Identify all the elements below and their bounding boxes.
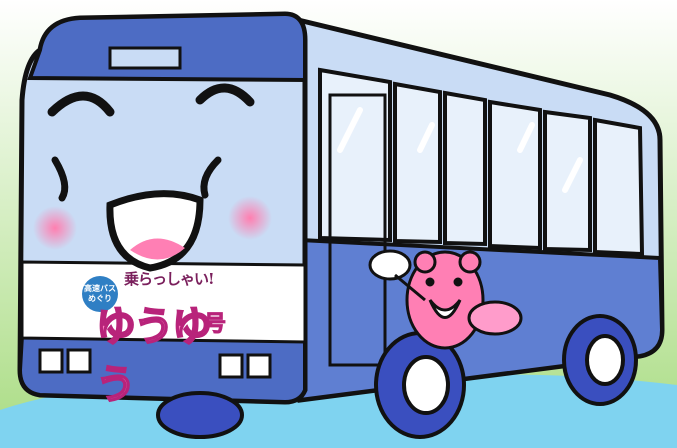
- right-eye: [195, 83, 255, 107]
- destination-display: [108, 46, 182, 70]
- left-eye: [47, 91, 115, 117]
- sign-tagline: 乗らっしゃい!: [124, 270, 215, 288]
- headlights: [38, 348, 272, 379]
- mascot-beaver: [405, 250, 523, 350]
- side-windows: [318, 67, 645, 257]
- sign-circle-badge: 高速バス めぐり: [82, 276, 118, 312]
- front-wheel: [374, 331, 466, 439]
- cheeks-arc-right: [200, 156, 222, 199]
- bus-door: [328, 93, 387, 367]
- bug-net: [368, 249, 426, 302]
- window-glints: [337, 107, 583, 193]
- cheeks-arc-left: [51, 156, 69, 202]
- sign-suffix: 号: [203, 312, 227, 338]
- right-cheek: [228, 196, 272, 240]
- left-cheek: [33, 206, 77, 250]
- sign-bus-name: ゆうゆう: [95, 303, 213, 409]
- tongue: [130, 238, 185, 260]
- bus-name-sign: 高速バス めぐり 乗らっしゃい! ゆうゆう 号: [82, 268, 232, 409]
- front-left-wheel: [156, 391, 244, 439]
- rear-wheel: [562, 314, 638, 406]
